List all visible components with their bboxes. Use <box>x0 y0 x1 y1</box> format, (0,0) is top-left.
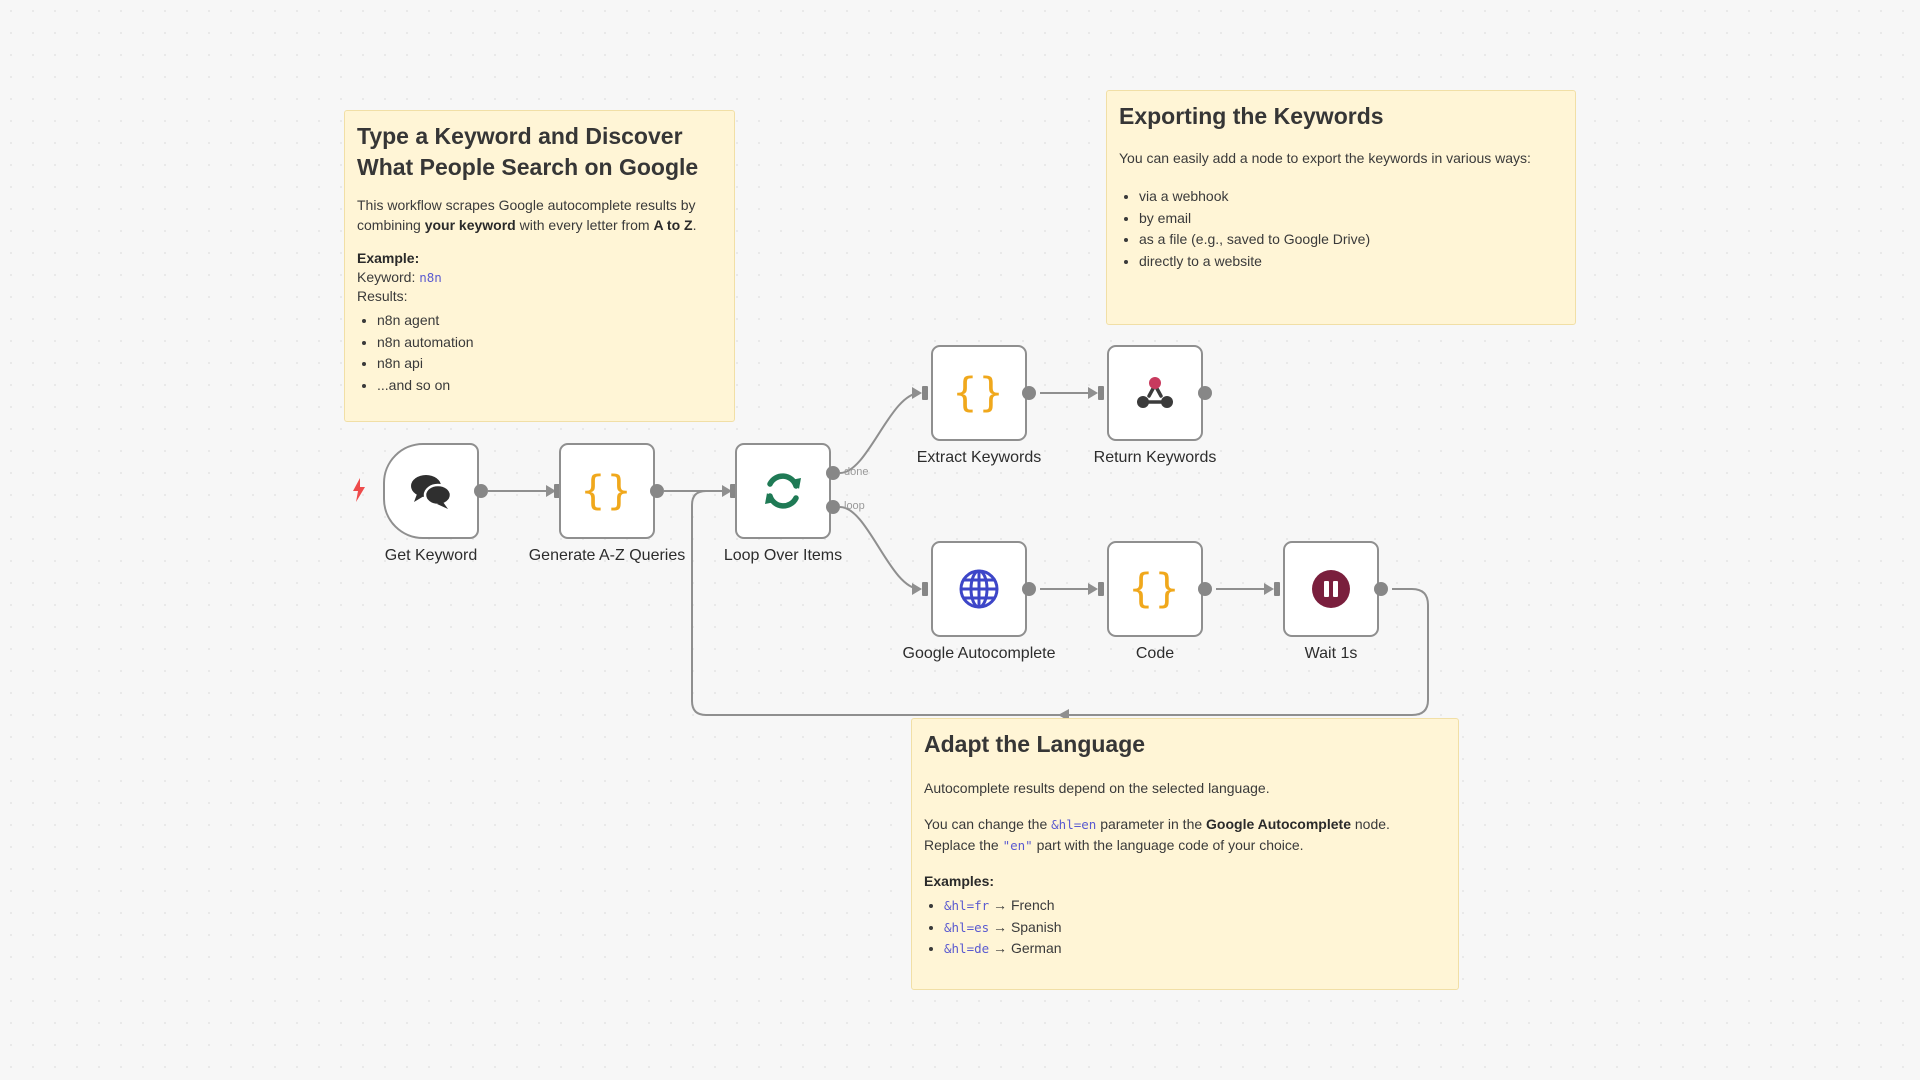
intro-description: This workflow scrapes Google autocomplet… <box>357 197 697 233</box>
language-description: Autocomplete results depend on the selec… <box>924 780 1270 796</box>
node-google-autocomplete[interactable] <box>931 541 1027 637</box>
node-extract-keywords[interactable]: {} <box>931 345 1027 441</box>
language-examples-list: &hl=fr → French &hl=es → Spanish &hl=de … <box>924 895 1446 960</box>
output-label-loop: loop <box>844 500 865 512</box>
code-braces-icon: {} <box>1128 566 1182 612</box>
node-label-loop-over-items: Loop Over Items <box>723 547 843 564</box>
input-port[interactable] <box>1274 582 1280 596</box>
output-label-done: done <box>844 466 869 478</box>
list-item: by email <box>1139 208 1563 230</box>
list-item: directly to a website <box>1139 251 1563 273</box>
code-braces-icon: {} <box>952 370 1006 416</box>
chat-bubbles-icon <box>411 475 453 509</box>
webhook-icon <box>1137 377 1173 408</box>
pause-icon <box>1312 570 1350 608</box>
node-label-wait: Wait 1s <box>1304 645 1358 662</box>
export-description: You can easily add a node to export the … <box>1119 150 1531 166</box>
intro-results-list: n8n agent n8n automation n8n api ...and … <box>357 310 722 396</box>
input-port[interactable] <box>730 484 736 498</box>
input-port[interactable] <box>922 386 928 400</box>
node-loop-over-items[interactable] <box>735 443 831 539</box>
node-get-keyword[interactable] <box>383 443 479 539</box>
node-wait[interactable] <box>1283 541 1379 637</box>
list-item: as a file (e.g., saved to Google Drive) <box>1139 229 1563 251</box>
list-item: &hl=es → Spanish <box>944 917 1446 939</box>
node-label-return-keywords: Return Keywords <box>1093 449 1217 466</box>
node-generate-az-queries[interactable]: {} <box>559 443 655 539</box>
export-title: Exporting the Keywords <box>1119 103 1384 129</box>
language-title: Adapt the Language <box>924 731 1146 757</box>
intro-results-label: Results: <box>357 288 408 304</box>
node-label-extract-keywords: Extract Keywords <box>916 449 1042 466</box>
output-port[interactable] <box>1022 582 1036 596</box>
node-label-code: Code <box>1135 645 1175 662</box>
output-port-loop[interactable] <box>826 500 840 514</box>
output-port[interactable] <box>1022 386 1036 400</box>
connection-loop-done-to-extract <box>839 392 921 474</box>
node-label-generate-az-queries: Generate A-Z Queries <box>528 547 686 564</box>
input-port[interactable] <box>554 484 560 498</box>
list-item: &hl=fr → French <box>944 895 1446 917</box>
intro-example-label: Example: <box>357 250 420 266</box>
sticky-note-intro[interactable]: Type a Keyword and Discover What People … <box>344 110 735 422</box>
export-options-list: via a webhook by email as a file (e.g., … <box>1119 186 1563 272</box>
globe-icon <box>959 569 999 609</box>
code-braces-icon: {} <box>580 468 634 514</box>
intro-keyword-line: Keyword: n8n <box>357 269 442 285</box>
loop-arrows-icon <box>765 473 801 509</box>
output-port[interactable] <box>474 484 488 498</box>
output-port-done[interactable] <box>826 466 840 480</box>
language-parameter-hint: You can change the &hl=en parameter in t… <box>924 816 1390 853</box>
node-label-get-keyword: Get Keyword <box>384 547 478 564</box>
node-return-keywords[interactable] <box>1107 345 1203 441</box>
list-item: via a webhook <box>1139 186 1563 208</box>
language-examples-label: Examples: <box>924 873 995 889</box>
list-item: n8n api <box>377 353 722 375</box>
output-port[interactable] <box>1198 386 1212 400</box>
connection-arrowheads <box>546 387 1274 721</box>
output-port[interactable] <box>1198 582 1212 596</box>
trigger-bolt-icon <box>353 478 365 502</box>
input-port[interactable] <box>1098 582 1104 596</box>
input-port[interactable] <box>1098 386 1104 400</box>
intro-title: Type a Keyword and Discover What People … <box>357 123 699 180</box>
list-item: ...and so on <box>377 375 722 397</box>
list-item: n8n agent <box>377 310 722 332</box>
input-port[interactable] <box>922 582 928 596</box>
sticky-note-language[interactable]: Adapt the Language Autocomplete results … <box>911 718 1459 990</box>
node-label-google-autocomplete: Google Autocomplete <box>902 645 1056 662</box>
node-code[interactable]: {} <box>1107 541 1203 637</box>
list-item: &hl=de → German <box>944 938 1446 960</box>
list-item: n8n automation <box>377 332 722 354</box>
output-port[interactable] <box>1374 582 1388 596</box>
connection-loop-loop-to-autocomplete <box>839 506 921 590</box>
output-port[interactable] <box>650 484 664 498</box>
sticky-note-export[interactable]: Exporting the Keywords You can easily ad… <box>1106 90 1576 325</box>
